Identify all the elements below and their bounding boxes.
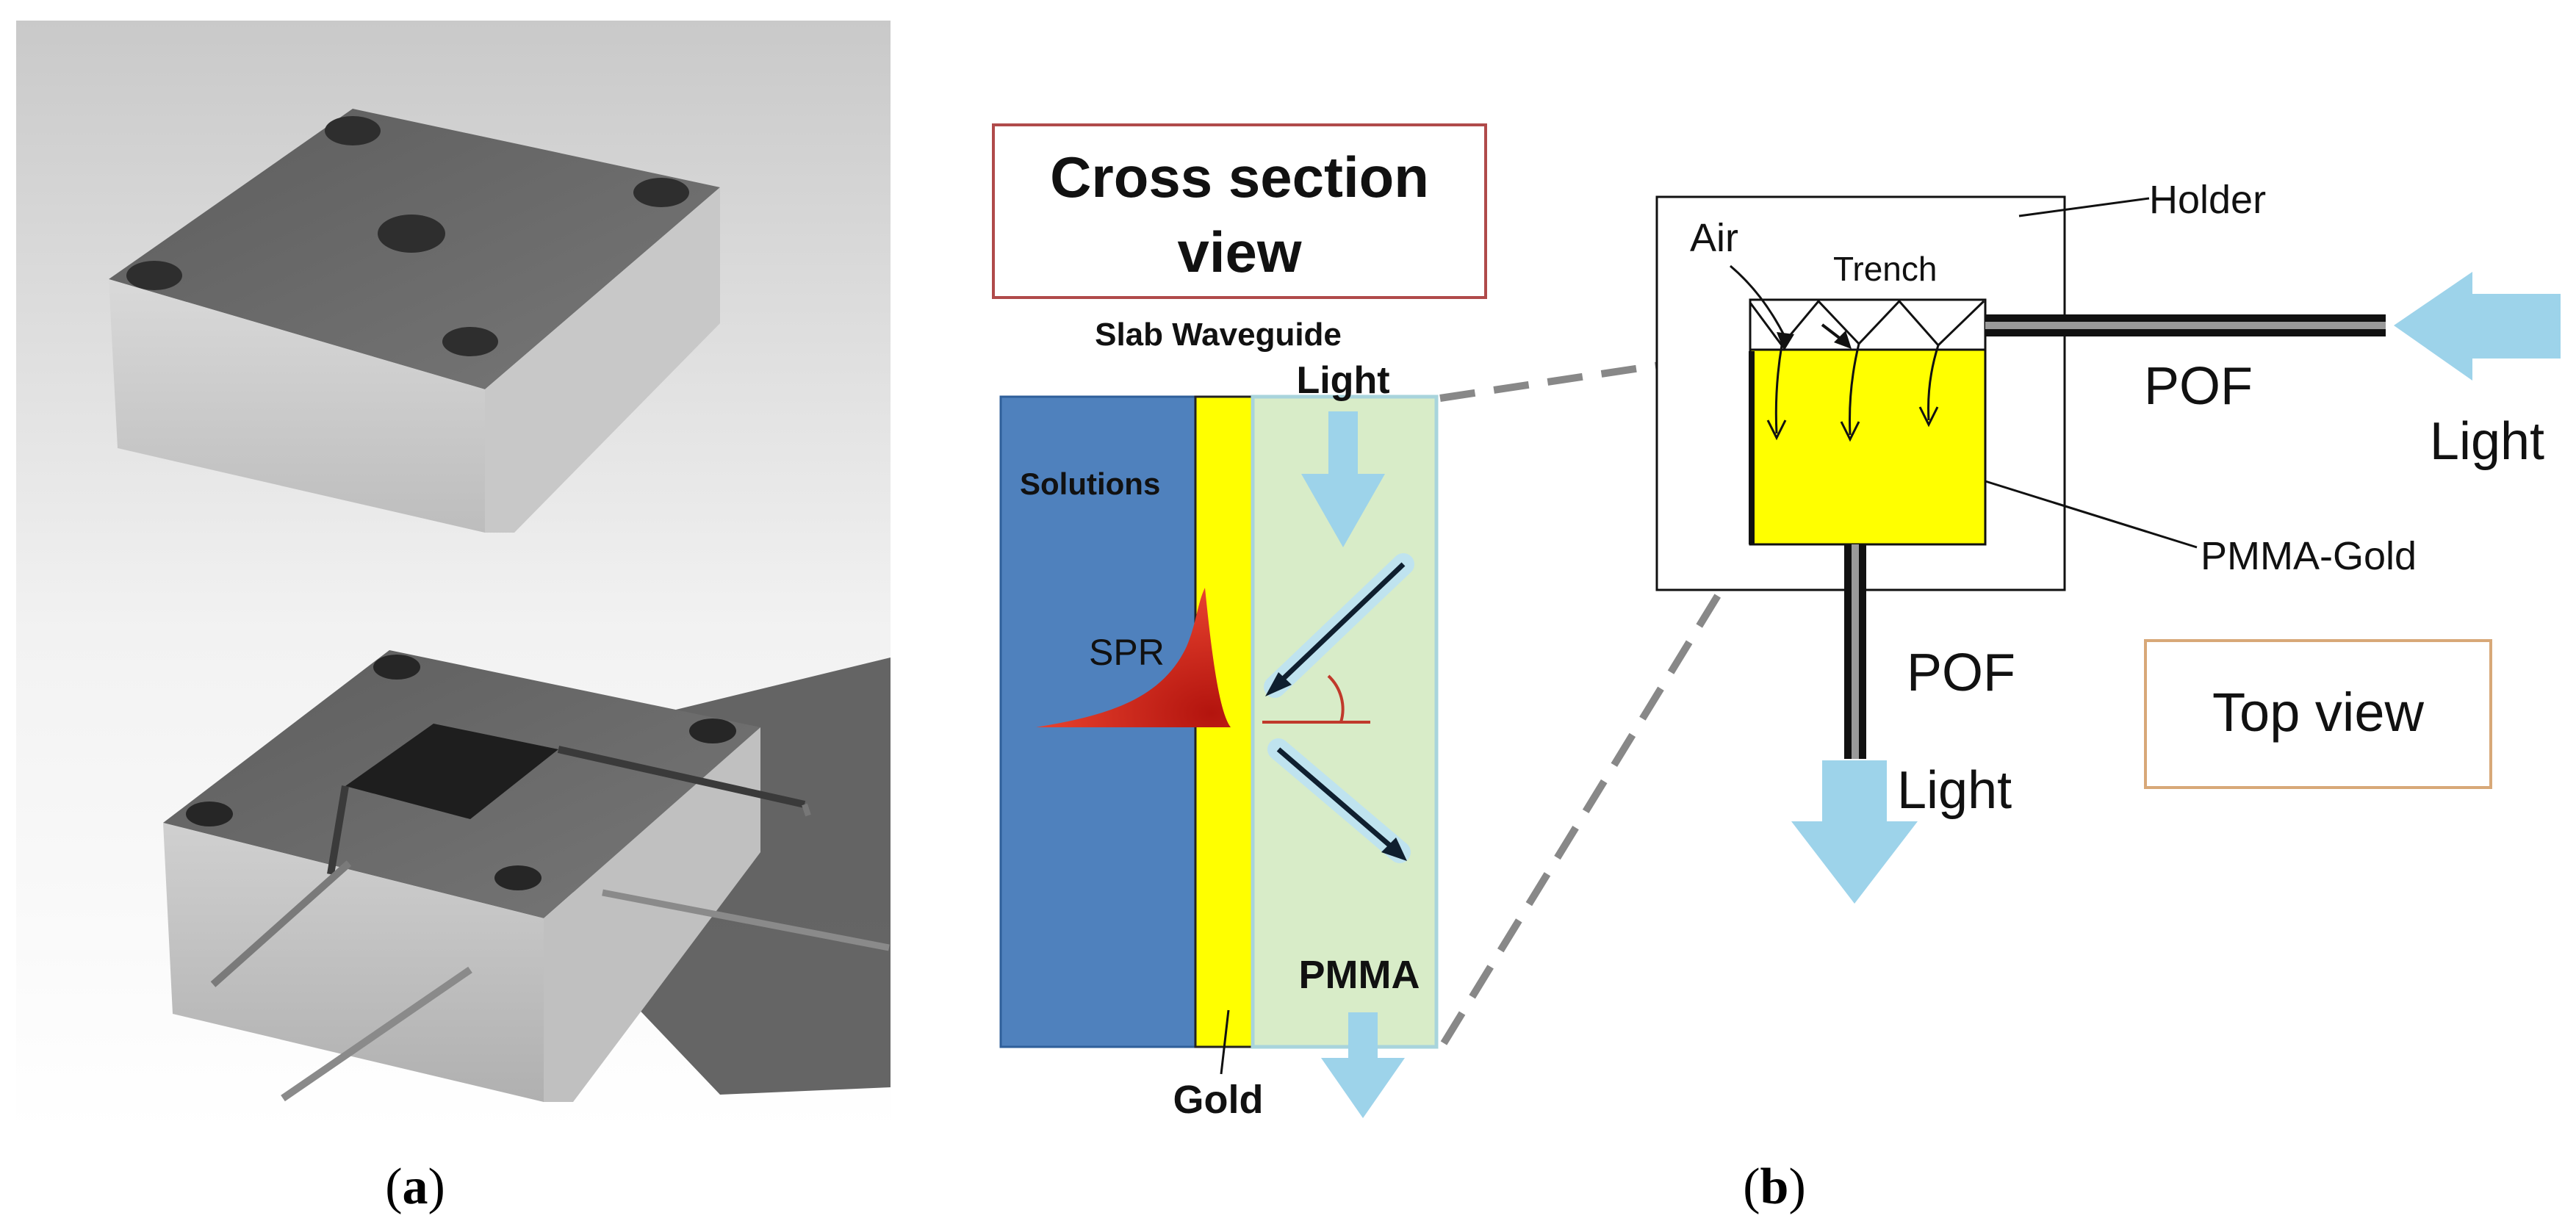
upper-block-right xyxy=(485,187,720,533)
fiber-protruding-3 xyxy=(602,889,890,951)
upper-hole-1 xyxy=(325,116,381,145)
holder-label: Holder xyxy=(2149,178,2266,222)
pof-bottom-label: POF xyxy=(1907,644,2015,702)
lower-hole-2 xyxy=(689,718,736,743)
solutions-label: Solutions xyxy=(1020,466,1160,501)
pmma-label: PMMA xyxy=(1299,953,1420,997)
angle-arc xyxy=(1327,674,1345,723)
cross-section-title-box xyxy=(992,123,1487,299)
pmma-gold-pointer xyxy=(1985,480,2198,549)
gold-label: Gold xyxy=(1173,1078,1264,1122)
air-pointer xyxy=(1730,264,1787,339)
incident-ray xyxy=(1276,562,1406,685)
upper-block xyxy=(109,109,720,533)
caption-a: (a) xyxy=(385,1159,445,1215)
upper-hole-center xyxy=(378,215,445,253)
connector-bottom xyxy=(1440,543,1752,1045)
air-arrow-head xyxy=(1777,332,1794,351)
caption-b: (b) xyxy=(1743,1159,1806,1215)
lower-block xyxy=(163,650,890,1102)
air-label: Air xyxy=(1690,216,1738,260)
panel-b-cross-section: Cross section view Slab Waveguide Soluti… xyxy=(992,123,1806,1215)
light-bottom-label: Light xyxy=(1897,761,2012,820)
panel-a-render: (a) xyxy=(16,21,891,1215)
trench-cavity xyxy=(345,724,558,819)
pmma-gold-block xyxy=(1749,348,1987,546)
trench-label: Trench xyxy=(1833,250,1937,288)
pof-right-label: POF xyxy=(2144,357,2253,416)
ray-3-head xyxy=(1918,406,1939,428)
light-out-arrow xyxy=(1321,1012,1405,1118)
top-view-label: Top view xyxy=(2212,682,2424,743)
ray-2 xyxy=(1849,343,1860,436)
fiber-protruding-1 xyxy=(210,860,352,987)
trench-arrow-head xyxy=(1834,331,1852,349)
incident-ray-head xyxy=(1265,672,1292,696)
light-top-label: Light xyxy=(1296,359,1389,402)
ray-1-head xyxy=(1766,419,1787,441)
light-in-right-arrow xyxy=(2394,272,2561,381)
light-out-bottom-arrow xyxy=(1791,760,1918,904)
light-in-arrow xyxy=(1301,411,1385,547)
slab-waveguide-label: Slab Waveguide xyxy=(1095,317,1342,353)
ray-2-head xyxy=(1840,421,1860,442)
lower-block-front xyxy=(163,823,544,1102)
fiber-protruding-2 xyxy=(281,966,472,1102)
pof-vertical-core xyxy=(1852,544,1859,759)
reflected-ray-head xyxy=(1381,837,1407,861)
ray-3 xyxy=(1927,345,1940,421)
ray-1 xyxy=(1774,345,1783,434)
cross-section-title-line2: view xyxy=(1177,220,1301,284)
spr-field-shape xyxy=(1036,588,1231,727)
upper-block-front xyxy=(109,279,485,533)
lower-block-right xyxy=(544,727,760,1102)
panel-b-top-view: Holder Air Trench POF Light PMMA-Gold xyxy=(1655,178,2561,904)
pof-horizontal-core xyxy=(1985,322,2386,329)
upper-hole-2 xyxy=(633,178,689,207)
lower-hole-4 xyxy=(494,865,542,890)
reflected-ray xyxy=(1276,747,1398,853)
top-view-box xyxy=(2144,639,2492,789)
holder-pointer xyxy=(2018,197,2150,217)
fiber-slot-front xyxy=(327,785,349,875)
spr-label: SPR xyxy=(1089,632,1165,673)
upper-hole-3 xyxy=(126,261,182,290)
upper-hole-4 xyxy=(442,327,498,356)
gold-pointer-line xyxy=(1220,1009,1230,1075)
fiber-end-right xyxy=(802,803,811,817)
lower-hole-1 xyxy=(373,655,420,680)
pmma-gold-label: PMMA-Gold xyxy=(2201,534,2417,578)
light-right-label: Light xyxy=(2430,412,2544,471)
lower-hole-3 xyxy=(186,801,233,826)
fiber-slot-right xyxy=(557,746,806,808)
cross-section-title-line1: Cross section xyxy=(1050,145,1429,209)
